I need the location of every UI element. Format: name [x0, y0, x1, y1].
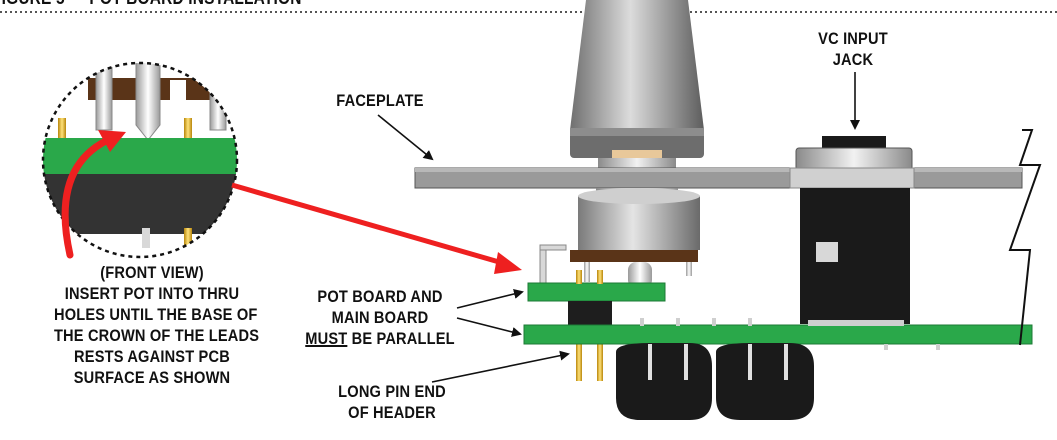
front-view-line1: (FRONT VIEW): [100, 263, 204, 282]
parallel-note: POT BOARD AND MAIN BOARD MUST BE PARALLE…: [296, 286, 465, 349]
pot-leads: [539, 244, 698, 288]
must-emphasis: MUST: [305, 329, 348, 348]
vc-input-jack-label-line2: JACK: [832, 50, 874, 69]
parallel-line3: MUST BE PARALLEL: [296, 328, 465, 349]
vc-input-jack-label: VC INPUT JACK: [814, 28, 891, 70]
long-pin-line2: OF HEADER: [348, 403, 436, 422]
front-view-line4: THE CROWN OF THE LEADS: [53, 326, 260, 345]
be-parallel-text: BE PARALLEL: [347, 329, 455, 348]
main-board-arrow: [456, 317, 522, 337]
callout-header: [43, 174, 237, 234]
red-pointer-arrow: [231, 182, 522, 274]
faceplate-arrow: [377, 114, 434, 161]
front-view-callout: [41, 61, 239, 259]
break-line: [1008, 129, 1042, 346]
potentiometer-body: [578, 188, 700, 250]
long-pin-line1: LONG PIN END: [338, 382, 446, 401]
pot-board-arrow: [456, 289, 524, 309]
callout-pcb: [43, 138, 237, 174]
front-view-line3: HOLES UNTIL THE BASE OF: [53, 305, 258, 324]
faceplate-label: FACEPLATE: [336, 91, 424, 110]
vc-input-jack: [789, 136, 915, 326]
parallel-line2: MAIN BOARD: [331, 308, 429, 327]
long-pin-label: LONG PIN END OF HEADER: [327, 381, 458, 423]
front-view-line5: RESTS AGAINST PCB: [74, 347, 230, 366]
parallel-line1: POT BOARD AND: [317, 287, 443, 306]
front-view-line2: INSERT POT INTO THRU: [64, 284, 240, 303]
long-pin-arrow: [431, 350, 570, 383]
front-view-line6: SURFACE AS SHOWN: [73, 368, 231, 387]
header-connector: [568, 270, 612, 381]
bottom-components: [616, 343, 814, 420]
pot-board: [527, 282, 666, 302]
pot-knob: [570, 0, 704, 158]
figure-heading: FIGURE 5 — POT BOARD INSTALLATION: [0, 0, 302, 9]
vc-input-jack-label-line1: VC INPUT: [818, 29, 888, 48]
faceplate: [414, 167, 1023, 189]
red-curved-arrow: [61, 130, 126, 259]
pot-bushing: [598, 150, 676, 168]
main-board: [523, 324, 1033, 345]
front-view-instructions: (FRONT VIEW) INSERT POT INTO THRU HOLES …: [53, 262, 260, 388]
